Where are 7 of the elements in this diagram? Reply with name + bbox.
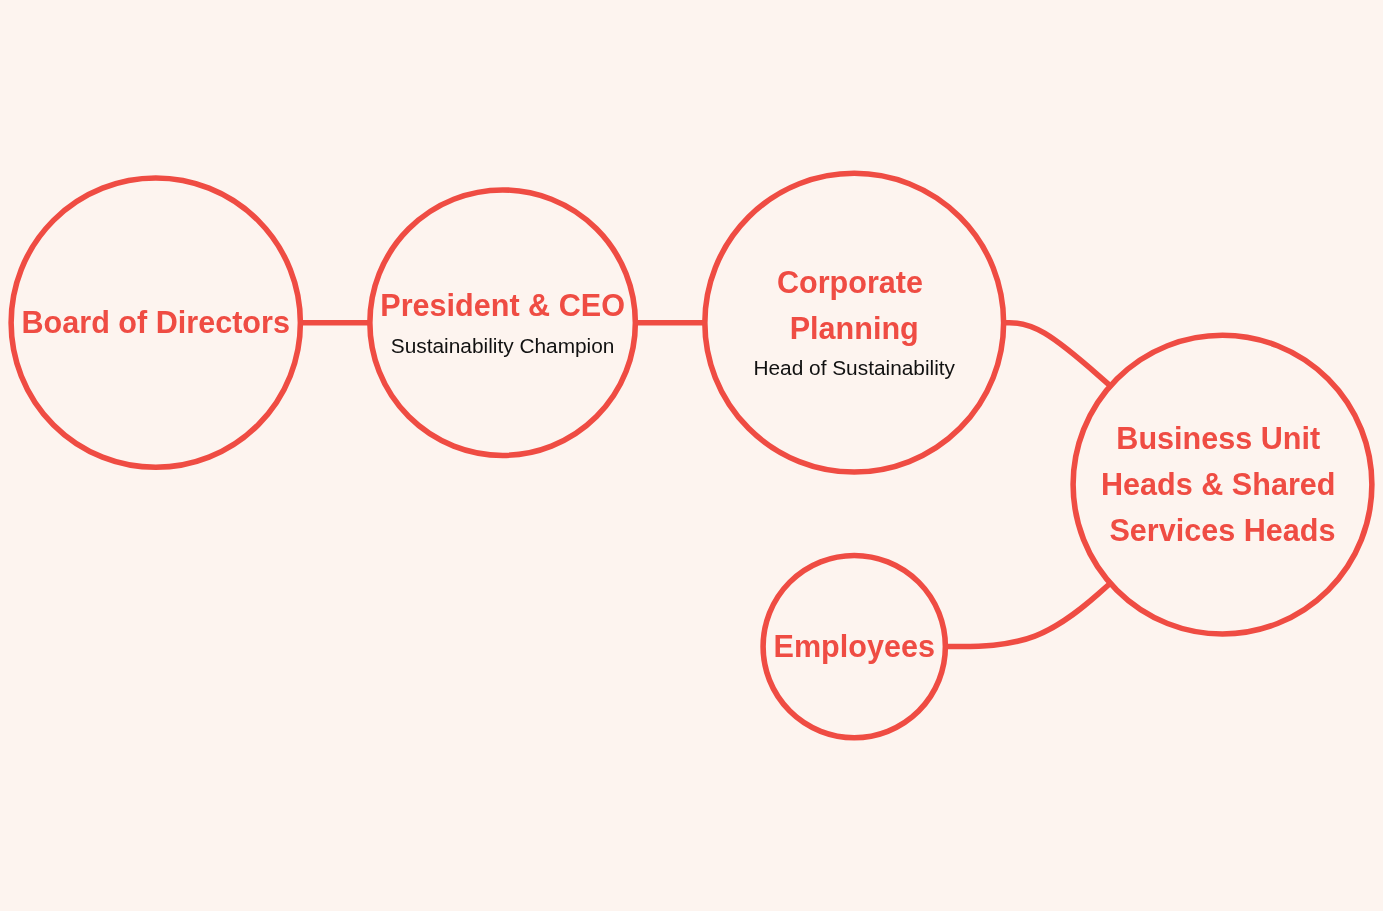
node-circle: Business Unit Heads & Shared Services Heads	[1070, 332, 1375, 637]
node-circle: Corporate Planning Head of Sustainability	[702, 170, 1007, 475]
connector	[300, 319, 370, 326]
node-circle: Board of Directors	[8, 175, 304, 471]
node-circle: President & CEO Sustainability Champion	[367, 187, 639, 459]
connector	[635, 319, 705, 326]
node-circle: Employees	[760, 552, 949, 741]
